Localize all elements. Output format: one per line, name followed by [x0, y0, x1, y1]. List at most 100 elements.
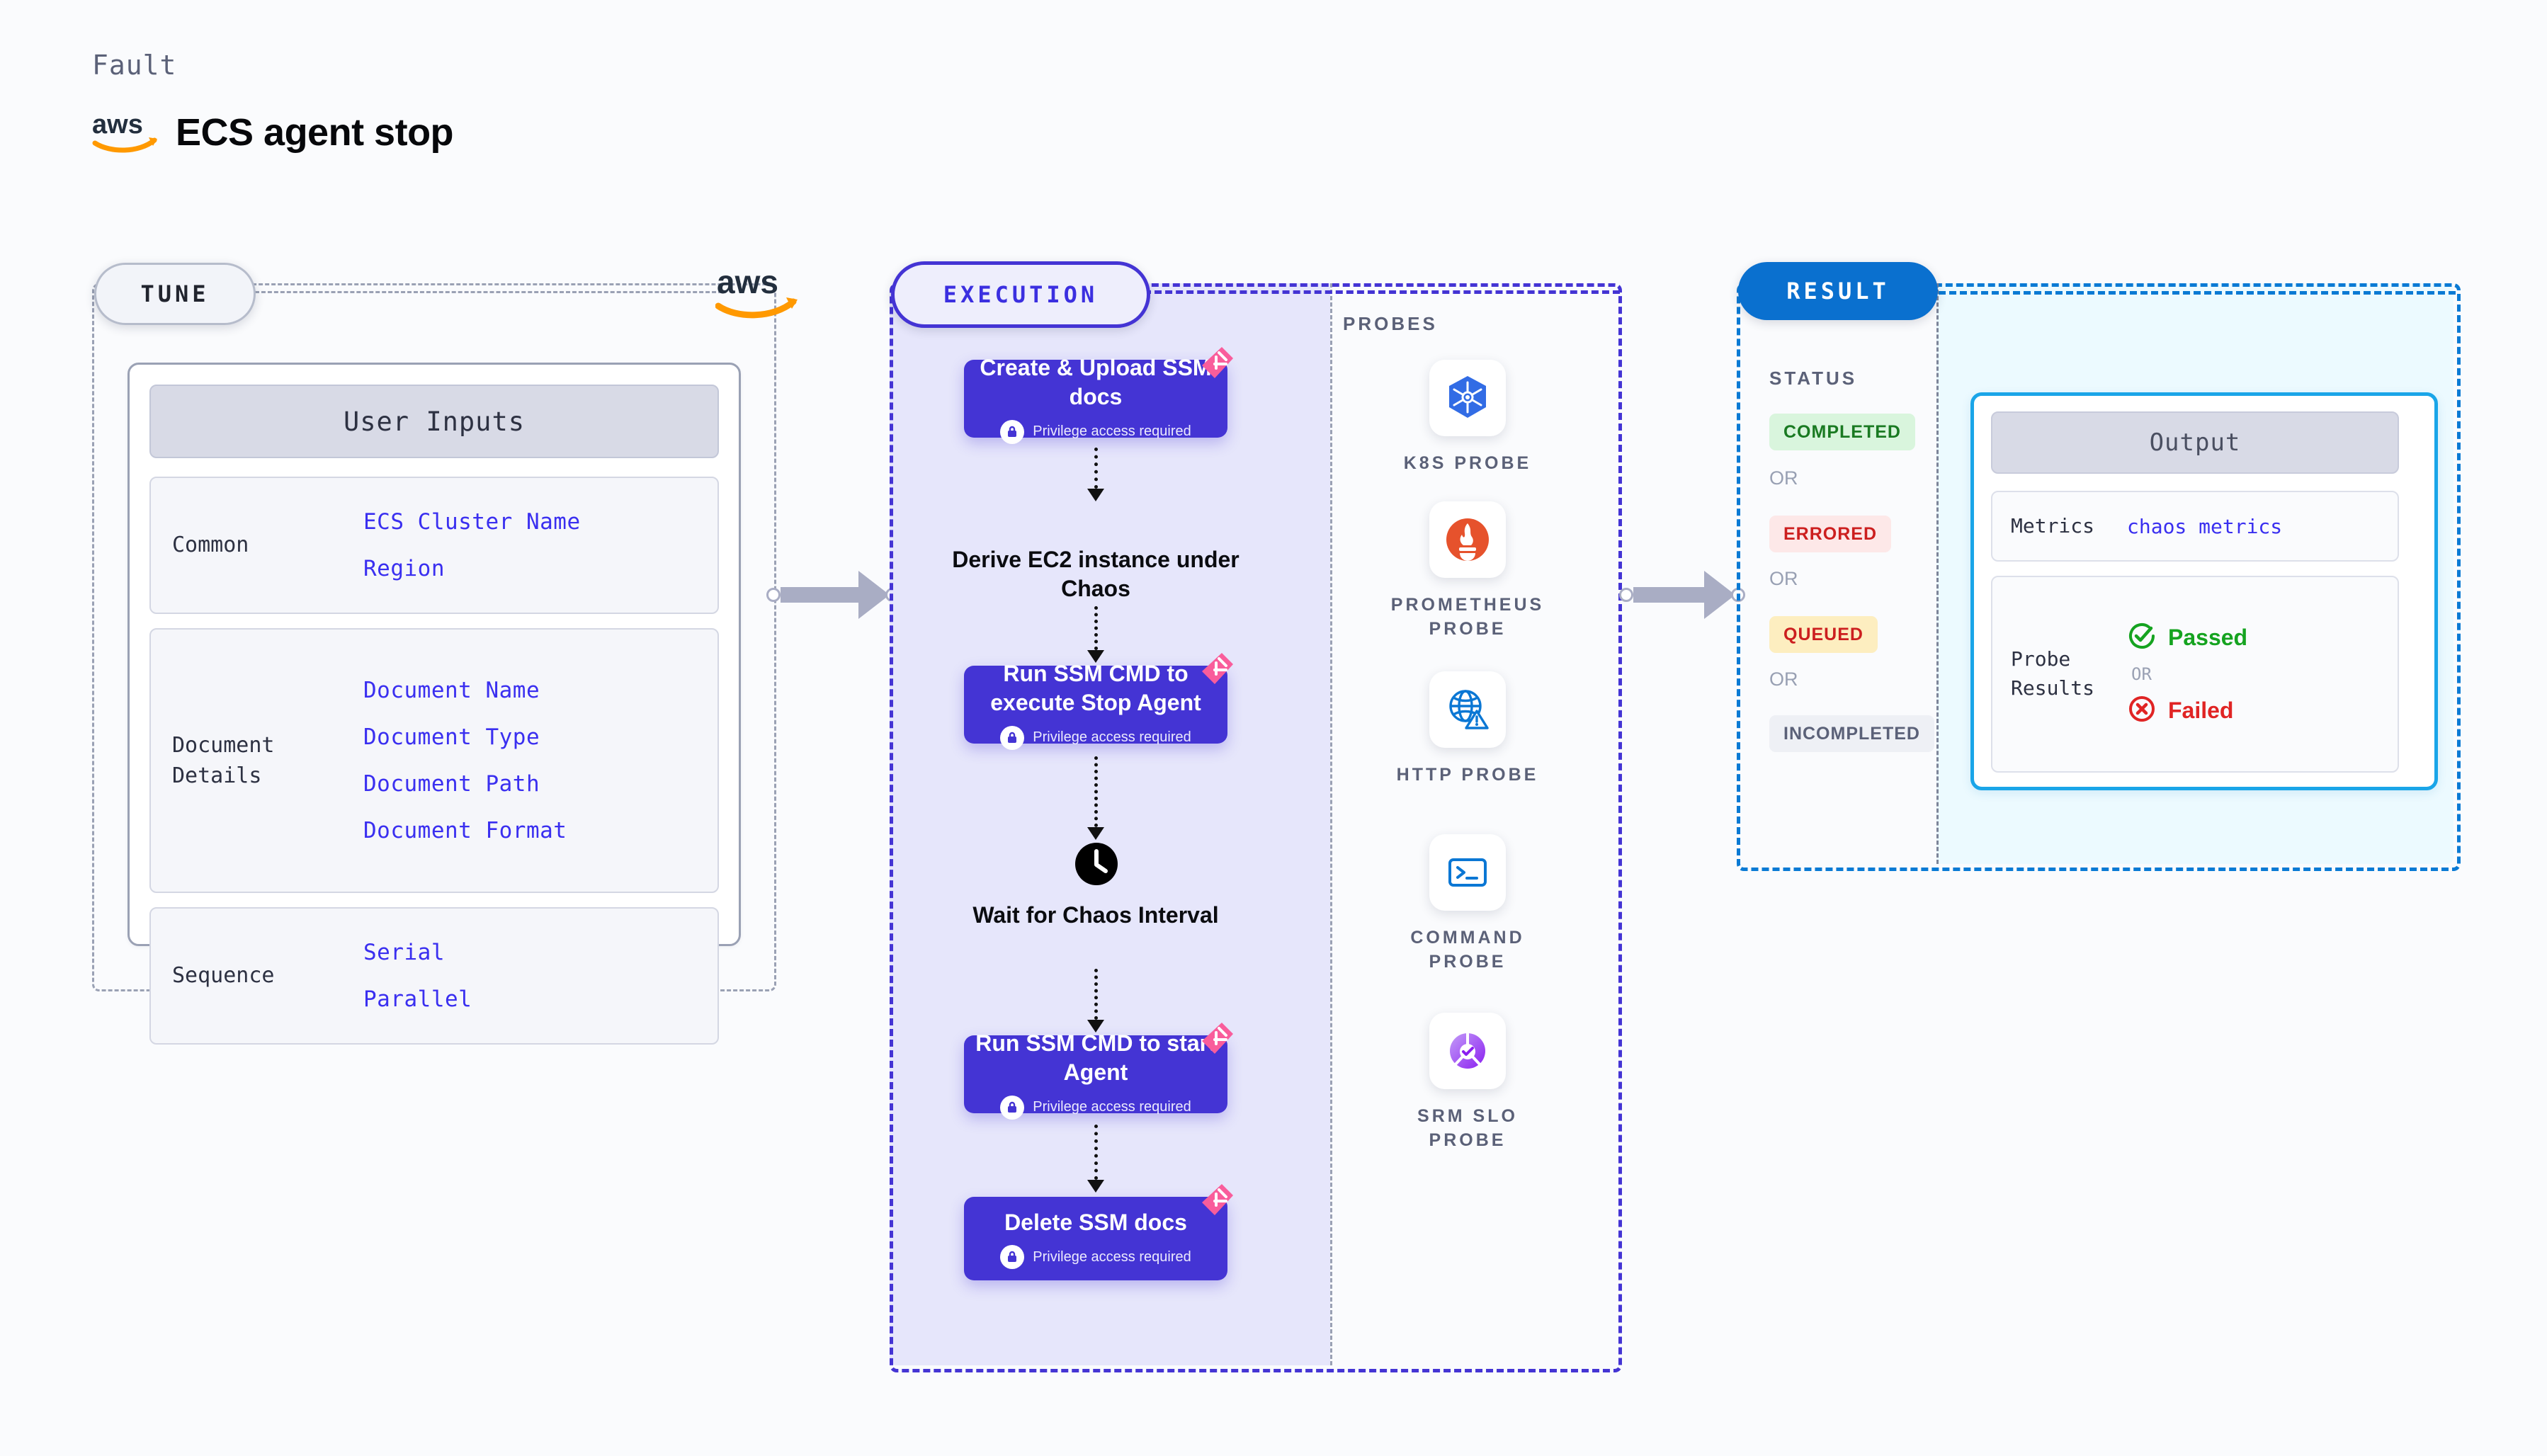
privilege-text: Privilege access required: [1033, 1249, 1191, 1265]
input-group-sequence[interactable]: Sequence Serial Parallel: [149, 907, 719, 1045]
flow-node-title: Run SSM CMD to start Agent: [975, 1030, 1216, 1085]
input-group-common[interactable]: Common ECS Cluster Name Region: [149, 477, 719, 614]
input-group-label: Sequence: [172, 963, 275, 989]
input-group-document-details[interactable]: Document Details Document Name Document …: [149, 628, 719, 893]
srm-slo-icon: [1429, 1013, 1506, 1089]
privilege-text: Privilege access required: [1033, 423, 1191, 440]
lock-icon: [1000, 419, 1025, 444]
svg-text:aws: aws: [717, 263, 778, 300]
output-metrics-label: Metrics: [2011, 513, 2095, 538]
title-row: aws ECS agent stop: [92, 110, 454, 154]
flow-step-derive-ec2-instance: Derive EC2 instance under Chaos: [943, 545, 1248, 603]
flow-node-create-upload-ssm-docs[interactable]: Create & Upload SSM docs Privilege acces…: [964, 347, 1233, 444]
passed-label: Passed: [2168, 625, 2248, 650]
probe-results-values: Passed OR Failed: [2127, 621, 2247, 727]
input-group-values: Serial Parallel: [363, 940, 472, 1012]
user-inputs-card: User Inputs Common ECS Cluster Name Regi…: [127, 363, 741, 1045]
probe-label: K8S PROBE: [1403, 453, 1532, 473]
tune-pill-label[interactable]: TUNE: [94, 263, 256, 325]
chaos-ribbon-icon: [1198, 1181, 1237, 1221]
input-group-label: Common: [172, 533, 249, 558]
probe-http[interactable]: HTTP PROBE: [1390, 671, 1545, 787]
or-label: OR: [1769, 568, 1798, 589]
result-divider: [1936, 283, 1939, 864]
probe-result-passed: Passed: [2127, 621, 2247, 654]
execution-pill-label[interactable]: EXECUTION: [891, 261, 1150, 328]
output-metrics-value[interactable]: chaos metrics: [2127, 514, 2283, 538]
probe-result-failed: Failed: [2127, 694, 2247, 727]
privilege-text: Privilege access required: [1033, 729, 1191, 746]
status-badge-incompleted: INCOMPLETED: [1769, 715, 1934, 752]
input-value[interactable]: Document Name: [363, 678, 540, 703]
status-badge-queued: QUEUED: [1769, 616, 1878, 653]
probe-k8s[interactable]: K8S PROBE: [1390, 360, 1545, 476]
flow-node-run-ssm-stop-agent[interactable]: Run SSM CMD to execute Stop Agent Privil…: [964, 653, 1233, 750]
probe-prometheus[interactable]: PROMETHEUS PROBE: [1390, 501, 1545, 642]
input-group-label: Document Details: [172, 732, 275, 789]
execution-flow-background: [890, 283, 1330, 1365]
result-pill-label[interactable]: RESULT: [1738, 262, 1938, 320]
output-title: Output: [1991, 411, 2399, 474]
output-row-probe-results: Probe Results Passed OR: [1991, 576, 2399, 773]
privilege-note: Privilege access required: [1000, 725, 1191, 750]
output-title-text: Output: [2149, 428, 2241, 457]
connector-execution-to-result: [1619, 571, 1748, 619]
input-group-values: Document Name Document Type Document Pat…: [363, 678, 567, 843]
privilege-note: Privilege access required: [1000, 419, 1191, 444]
lock-icon: [1000, 725, 1025, 750]
flow-step-title: Wait for Chaos Interval: [972, 902, 1219, 928]
probe-srm-slo[interactable]: SRM SLO PROBE: [1390, 1013, 1545, 1153]
input-value[interactable]: Document Path: [363, 771, 540, 797]
flow-node-title: Delete SSM docs: [1004, 1209, 1187, 1235]
privilege-note: Privilege access required: [1000, 1245, 1191, 1270]
result-dash-connector: [1939, 291, 2456, 295]
input-value[interactable]: Parallel: [363, 986, 472, 1012]
probe-label: SRM SLO PROBE: [1417, 1106, 1518, 1150]
probe-or-label: OR: [2131, 664, 2152, 684]
privilege-note: Privilege access required: [1000, 1095, 1191, 1120]
lock-icon: [1000, 1095, 1025, 1120]
http-globe-icon: [1429, 671, 1506, 748]
input-value[interactable]: Serial: [363, 940, 445, 965]
privilege-text: Privilege access required: [1033, 1099, 1191, 1115]
flow-node-delete-ssm-docs[interactable]: Delete SSM docs Privilege access require…: [964, 1184, 1233, 1280]
eyebrow-fault: Fault: [92, 50, 177, 81]
status-title: STATUS: [1769, 368, 1858, 389]
input-value[interactable]: ECS Cluster Name: [363, 509, 581, 535]
probe-label: HTTP PROBE: [1396, 765, 1539, 785]
execution-stage-box: [890, 283, 1622, 1372]
prometheus-icon: [1429, 501, 1506, 578]
x-circle-icon: [2127, 694, 2157, 727]
page-title: ECS agent stop: [176, 111, 454, 154]
page-header: Fault aws ECS agent stop: [92, 50, 454, 154]
output-card: Output Metrics chaos metrics Probe Resul…: [1970, 392, 2438, 790]
connector-dot: [1619, 588, 1633, 602]
terminal-icon: [1429, 834, 1506, 911]
tune-dash-connector: [255, 291, 722, 293]
probe-label: COMMAND PROBE: [1410, 928, 1525, 972]
output-row-metrics[interactable]: Metrics chaos metrics: [1991, 491, 2399, 562]
output-probe-results-label: Probe Results: [2011, 647, 2095, 700]
probe-command[interactable]: COMMAND PROBE: [1390, 834, 1545, 974]
flow-node-run-ssm-start-agent[interactable]: Run SSM CMD to start Agent Privilege acc…: [964, 1023, 1233, 1120]
input-value[interactable]: Document Type: [363, 724, 540, 750]
user-inputs-title-text: User Inputs: [343, 406, 526, 437]
chaos-ribbon-icon: [1198, 650, 1237, 690]
status-badge-errored: ERRORED: [1769, 516, 1892, 552]
flow-step-wait-for-chaos-interval: Wait for Chaos Interval: [943, 901, 1248, 930]
input-value[interactable]: Region: [363, 556, 445, 581]
kubernetes-icon: [1429, 360, 1506, 436]
execution-dash-connector: [1144, 290, 1620, 294]
or-label: OR: [1769, 669, 1798, 690]
input-value[interactable]: Document Format: [363, 818, 567, 843]
aws-logo-icon: aws: [92, 112, 160, 153]
chaos-ribbon-icon: [1198, 344, 1237, 384]
result-status-background: [1737, 283, 1936, 864]
user-inputs-title: User Inputs: [149, 385, 719, 458]
chaos-ribbon-icon: [1198, 1020, 1237, 1059]
check-circle-icon: [2127, 621, 2157, 654]
execution-probes-divider: [1330, 283, 1332, 1365]
clock-icon: [1074, 841, 1119, 887]
svg-text:aws: aws: [92, 112, 143, 140]
flow-step-title: Derive EC2 instance under Chaos: [952, 547, 1240, 601]
